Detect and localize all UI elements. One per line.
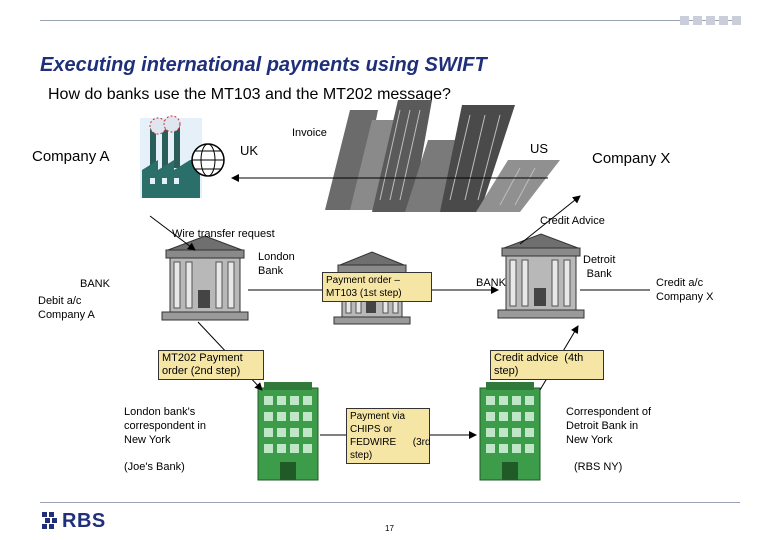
payment-via-box: Payment via CHIPS or FEDWIRE (3rd step) [346, 408, 431, 464]
page-title: Executing international payments using S… [40, 54, 487, 76]
page-number: 17 [385, 524, 394, 533]
factory-icon [140, 115, 202, 198]
invoice-label: Invoice [290, 126, 329, 140]
rbs-logo-text: RBS [62, 510, 106, 532]
bank-left-label: BANK [80, 278, 110, 290]
header-squares [680, 16, 741, 25]
rbs-ny-label: (RBS NY) [574, 461, 623, 473]
rbs-logo-icon [42, 512, 57, 529]
uk-label: UK [240, 143, 259, 158]
us-label: US [530, 141, 549, 156]
footer-rule [40, 502, 740, 503]
mt202-box: MT202 Payment order (2nd step) [158, 350, 264, 380]
credit-ac-label: Credit a/c Company X [656, 277, 714, 303]
globe-icon [191, 143, 225, 177]
london-bank-building-icon [161, 235, 249, 321]
header-rule [40, 20, 740, 21]
joes-bank-label: (Joe's Bank) [124, 461, 185, 473]
bank-right-label: BANK [476, 277, 506, 289]
page-subtitle: How do banks use the MT103 and the MT202… [48, 86, 451, 103]
credit-advice-label: Credit Advice [540, 215, 605, 227]
london-bank-label: London Bank [258, 251, 295, 277]
london-correspondent-label: London bank's correspondent in New York [124, 406, 206, 446]
london-correspondent-building-icon [257, 382, 319, 481]
company-x-label: Company X [592, 150, 671, 167]
detroit-bank-building-icon [497, 233, 585, 319]
debit-ac-label: Debit a/c Company A [38, 295, 95, 321]
detroit-bank-label: Detroit Bank [583, 254, 616, 280]
credit-advice-4th-box: Credit advice (4th step) [490, 350, 604, 380]
company-a-label: Company A [32, 148, 110, 165]
detroit-correspondent-label: Correspondent of Detroit Bank in New Yor… [566, 406, 651, 446]
detroit-correspondent-building-icon [479, 382, 541, 481]
wire-transfer-request-label: Wire transfer request [172, 228, 275, 240]
payment-order-box: Payment order – MT103 (1st step) [322, 272, 432, 302]
skyscrapers-icon [325, 100, 560, 212]
